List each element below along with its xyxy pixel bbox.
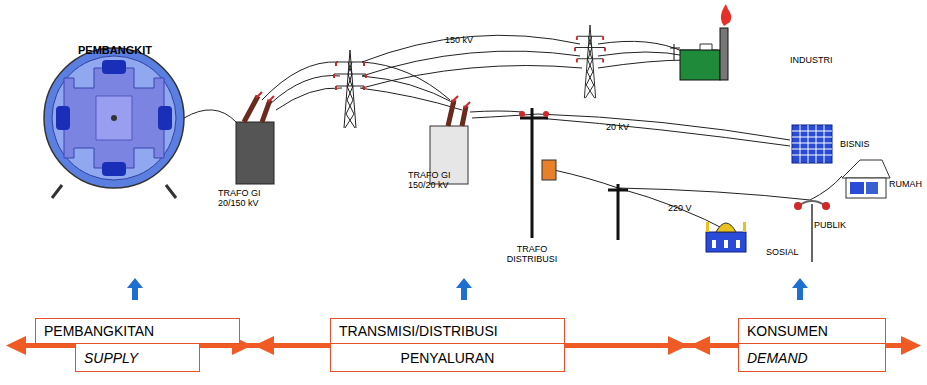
stage-box: KONSUMEN <box>738 318 886 344</box>
label-text: TRAFO GI 150/20 kV <box>408 170 472 191</box>
label-text: 150 kV <box>445 35 473 45</box>
stage-text: DEMAND <box>747 350 808 366</box>
stage-box: TRANSMISI/DISTRIBUSI <box>330 318 565 344</box>
stage-text: PENYALURAN <box>401 350 495 366</box>
label-text: PUBLIK <box>814 220 846 230</box>
label-text: SOSIAL <box>766 247 799 257</box>
stage-box: SUPPLY <box>75 343 200 372</box>
label-text: PEMBANGKIT <box>78 44 152 57</box>
stage-box: DEMAND <box>738 343 886 372</box>
label-text: BISNIS <box>840 139 870 149</box>
label-text: 20 kV <box>606 122 629 132</box>
stage-text: SUPPLY <box>84 350 138 366</box>
label-text: TRAFO GI 20/150 kV <box>218 188 282 209</box>
stage-box: PENYALURAN <box>330 343 565 372</box>
stage-text: PEMBANGKITAN <box>44 323 154 339</box>
label-text: INDUSTRI <box>790 55 833 65</box>
label-text: 220 V <box>668 203 692 213</box>
label-text: RUMAH <box>889 179 922 189</box>
stage-box: PEMBANGKITAN <box>35 318 240 344</box>
label-text: TRAFO DISTRIBUSI <box>500 244 564 265</box>
stage-text: TRANSMISI/DISTRIBUSI <box>339 323 498 339</box>
stage-text: KONSUMEN <box>747 323 828 339</box>
